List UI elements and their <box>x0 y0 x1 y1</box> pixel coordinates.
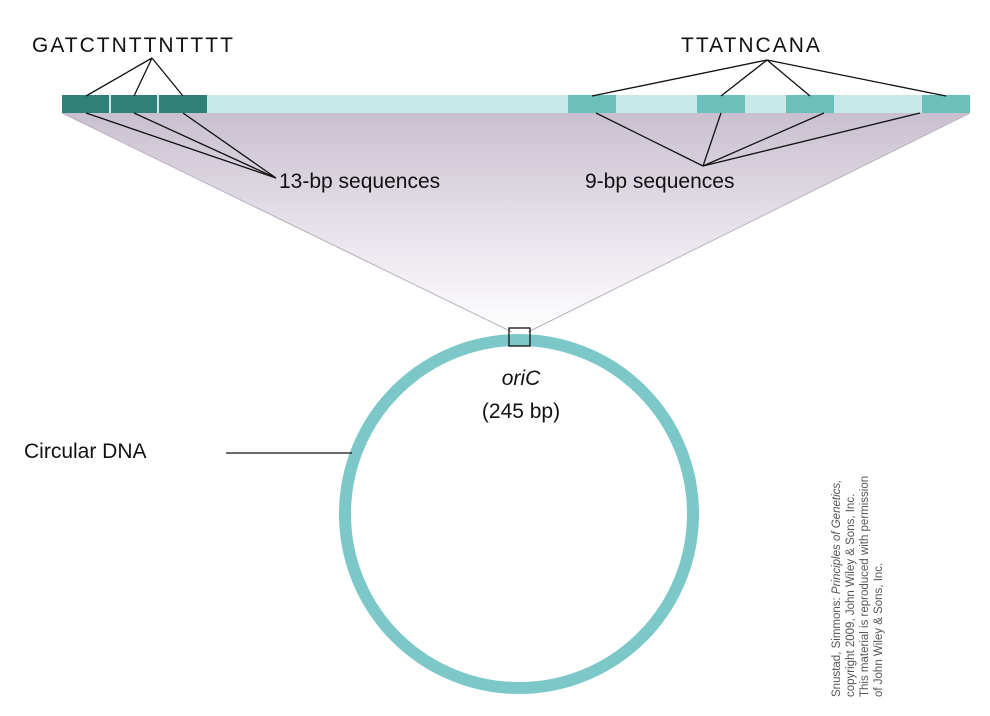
leaders-13bp-sequence <box>85 57 184 97</box>
zoom-fan <box>62 113 970 337</box>
copyright-credit: Snustad, Simmons: Principles of Genetics… <box>830 397 886 697</box>
box-13bp-3 <box>159 95 207 113</box>
zoom-fan-left-edge <box>61 112 513 333</box>
oric-marker-box <box>508 327 531 347</box>
consensus-13bp-label: GATCTNTTNTTTT <box>32 34 235 57</box>
box-9bp-1 <box>568 95 616 113</box>
oric-name-label: oriC <box>501 367 541 390</box>
leaders-9bp-label <box>595 112 921 167</box>
oric-size-label: (245 bp) <box>481 400 561 423</box>
circular-dna-label: Circular DNA <box>24 440 147 463</box>
credit-line-4: of John Wiley & Sons, Inc. <box>873 562 885 697</box>
credit-line-2: copyright 2009, John Wiley & Sons, Inc. <box>845 493 857 697</box>
consensus-9bp-label: TTATNCANA <box>681 34 822 57</box>
zoom-fan-right-edge <box>527 112 971 333</box>
leaders-9bp-sequence <box>591 59 947 97</box>
credit-line-3: This material is reproduced with permiss… <box>859 475 871 697</box>
credit-line-1: Snustad, Simmons: Principles of Genetics… <box>831 479 843 697</box>
leaders-13bp-label <box>85 112 277 179</box>
box-9bp-2 <box>697 95 745 113</box>
box-13bp-1 <box>62 95 109 113</box>
repeat-13bp-label: 13-bp sequences <box>279 170 441 193</box>
box-9bp-3 <box>786 95 834 113</box>
repeat-9bp-label: 9-bp sequences <box>585 170 735 193</box>
box-13bp-2 <box>111 95 157 113</box>
circular-dna-ring <box>339 334 699 694</box>
box-9bp-4 <box>922 95 970 113</box>
